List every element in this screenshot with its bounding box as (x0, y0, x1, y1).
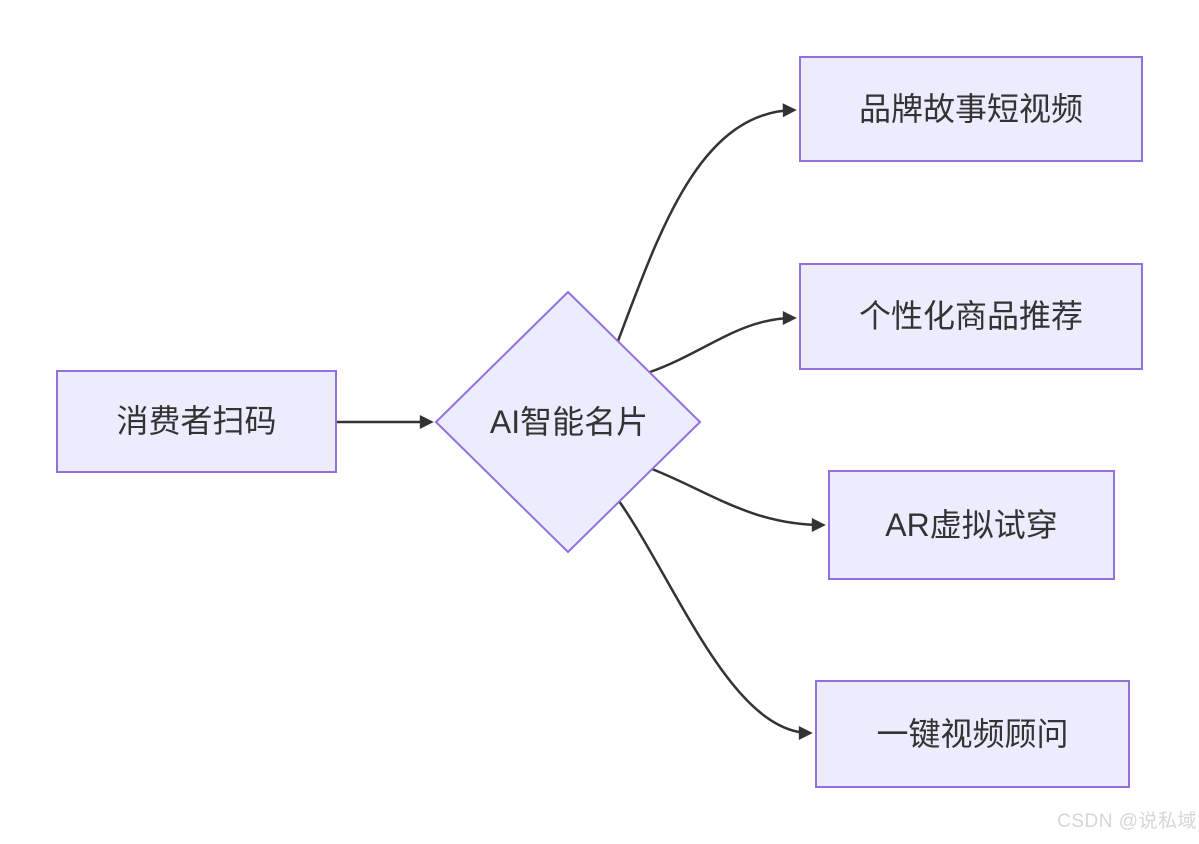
node-card-label: AI智能名片 (489, 403, 649, 440)
node-card-diamond (434, 290, 702, 554)
node-start: 消费者扫码 (56, 370, 337, 473)
node-video-label: 品牌故事短视频 (858, 90, 1083, 127)
node-advisor-label: 一键视频顾问 (876, 715, 1069, 752)
edge-card-to-recommend (649, 311, 797, 374)
node-video: 品牌故事短视频 (799, 56, 1143, 162)
edge-card-to-ar (651, 467, 826, 532)
edge-card-to-video (616, 103, 797, 342)
node-recommend-label: 个性化商品推荐 (858, 298, 1083, 335)
node-advisor: 一键视频顾问 (815, 680, 1130, 788)
node-start-label: 消费者扫码 (116, 403, 277, 440)
node-card: AI智能名片 (462, 399, 676, 445)
edge-card-to-advisor (617, 500, 813, 740)
node-ar: AR虚拟试穿 (828, 470, 1115, 580)
node-ar-label: AR虚拟试穿 (885, 506, 1058, 543)
node-recommend: 个性化商品推荐 (799, 263, 1143, 370)
watermark: CSDN @说私域 (1057, 811, 1197, 832)
